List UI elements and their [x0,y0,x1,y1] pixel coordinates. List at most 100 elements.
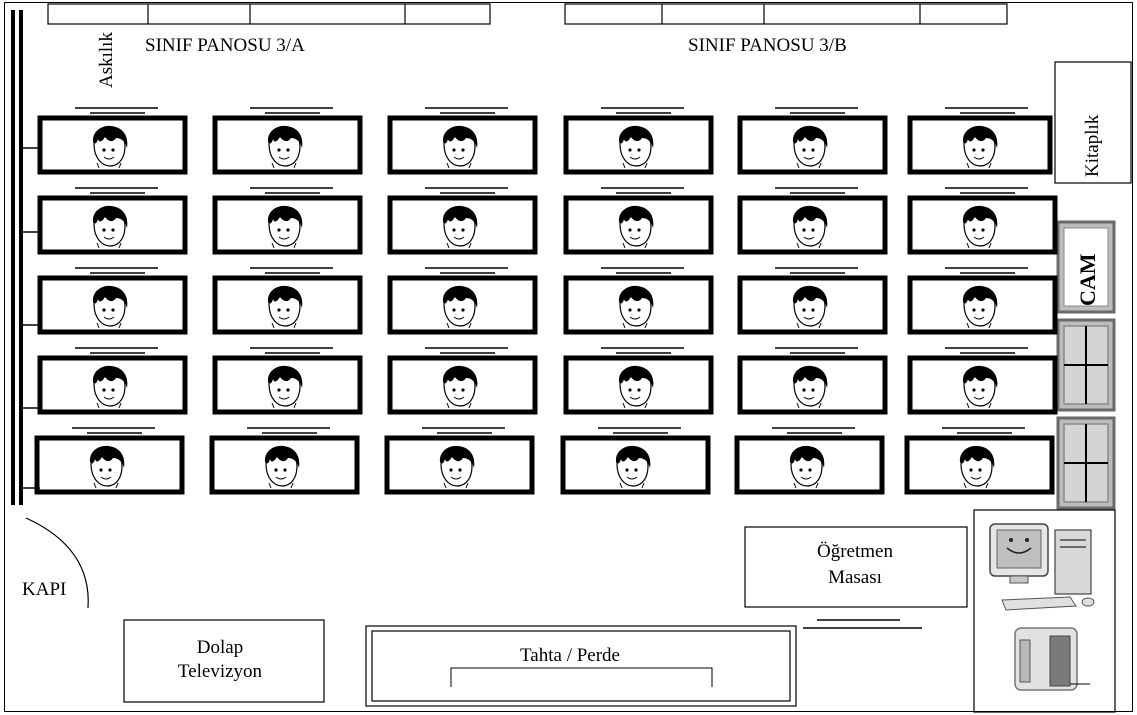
student-face-icon [92,285,128,329]
face-hair [92,125,128,148]
student-desk [907,355,1058,415]
face-eye [461,308,465,312]
face-eye [811,388,815,392]
face-eye [283,468,287,472]
face-tick [468,402,472,409]
cabinet [123,619,325,703]
face-tick [271,242,275,249]
face-tick [644,242,648,249]
face-hair [439,445,475,468]
face-eye [981,388,985,392]
student-face-icon [618,205,654,249]
face-hair [962,365,998,388]
face-eye [277,228,281,232]
face-mouth [103,316,115,320]
student-face-icon [267,125,303,169]
face-eye [969,468,973,472]
face-tick [818,162,822,169]
student-desk [37,355,188,415]
face-mouth [629,236,641,240]
face-mouth [278,156,290,160]
bulletin-board-3b [564,3,1008,25]
face-tick [118,242,122,249]
student-desk [212,355,363,415]
face-tick [446,162,450,169]
face-tick [293,242,297,249]
teacher-desk [744,526,968,608]
face-eye [452,308,456,312]
face-hair [442,205,478,228]
student-face-icon [264,445,300,489]
face-eye [972,148,976,152]
blackboard-inner [371,630,791,702]
face-tick [796,242,800,249]
student-desk [212,195,363,255]
face-eye [286,148,290,152]
face-eye [452,388,456,392]
face-mouth [278,236,290,240]
computer-tower [1054,529,1092,595]
face-tick [446,402,450,409]
face-eye [452,148,456,152]
face-hair [92,285,128,308]
face-eye [277,388,281,392]
window-label: CAM [1075,253,1100,306]
computer-screen [996,529,1042,569]
room-border [4,2,1133,712]
face-hair [89,445,125,468]
face-eye [811,148,815,152]
student-desk [387,275,538,335]
student-desk [212,275,363,335]
face-tick [293,322,297,329]
face-eye [972,308,976,312]
face-eye [625,468,629,472]
student-desk [907,115,1053,175]
student-face-icon [442,205,478,249]
face-tick [96,402,100,409]
face-eye [637,388,641,392]
face-eye [286,308,290,312]
face-tick [988,242,992,249]
face-tick [271,322,275,329]
face-eye [452,228,456,232]
face-tick [966,242,970,249]
face-tick [443,482,447,489]
face-hair [792,205,828,228]
student-face-icon [792,285,828,329]
student-desk [387,195,538,255]
face-eye [811,228,815,232]
face-tick [93,482,97,489]
computer-icon [989,523,1095,611]
blackboard-label: Tahta / Perde [520,645,620,666]
student-desk [563,355,714,415]
face-mouth [973,236,985,240]
face-tick [818,402,822,409]
student-desk [737,195,888,255]
face-tick [271,402,275,409]
face-eye [102,308,106,312]
face-mouth [103,236,115,240]
face-mouth [453,236,465,240]
face-eye [802,308,806,312]
face-hair [442,365,478,388]
face-tick [271,162,275,169]
face-hair [962,285,998,308]
face-eye [972,388,976,392]
student-desk [563,115,714,175]
face-hair [618,365,654,388]
face-tick [622,322,626,329]
student-face-icon [792,125,828,169]
face-eye [108,468,112,472]
face-hair [267,205,303,228]
face-eye [637,228,641,232]
student-desk [737,275,888,335]
face-tick [446,322,450,329]
face-tick [96,242,100,249]
student-face-icon [267,285,303,329]
face-tick [118,162,122,169]
face-tick [468,162,472,169]
student-desk [37,275,188,335]
board-3a-label: SINIF PANOSU 3/A [145,35,305,56]
